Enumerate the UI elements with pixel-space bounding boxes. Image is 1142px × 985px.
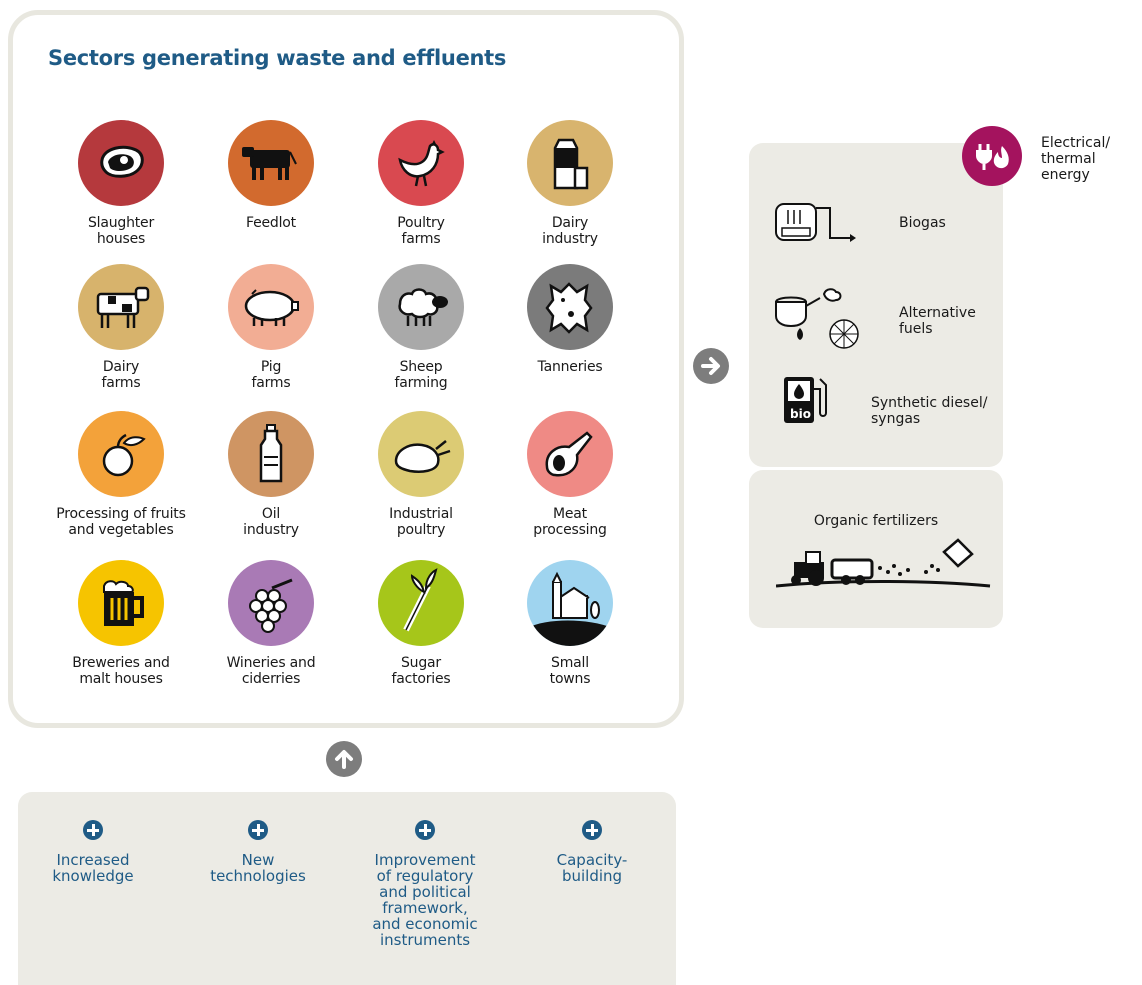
sector-pig-farms: Pig farms xyxy=(191,264,351,391)
improvements-panel xyxy=(18,792,676,985)
sector-label: Oil industry xyxy=(243,506,299,538)
fuel-pellets-icon xyxy=(775,288,859,349)
sector-breweries-malt-houses: Breweries and malt houses xyxy=(41,560,201,687)
sector-label: Tanneries xyxy=(537,359,603,375)
sector-label: Dairy industry xyxy=(542,215,598,247)
sector-dairy-industry: Dairy industry xyxy=(490,120,650,247)
alternative-fuels-label: Alternative fuels xyxy=(899,305,976,337)
sector-label: Poultry farms xyxy=(397,215,445,247)
arrow-right-icon xyxy=(693,348,729,384)
sector-oil-industry: Oil industry xyxy=(191,411,351,538)
sector-sheep-farming: Sheep farming xyxy=(341,264,501,391)
cow-icon xyxy=(78,264,164,350)
tractor-spreader-icon xyxy=(776,538,991,588)
improvement-label: Increased knowledge xyxy=(52,851,134,885)
synthetic-label: Synthetic diesel/ syngas xyxy=(871,395,988,427)
fertilizer-label: Organic fertilizers xyxy=(813,513,939,529)
sugarcane-icon xyxy=(378,560,464,646)
beer-mug-icon xyxy=(78,560,164,646)
improvement-label: New technologies xyxy=(210,851,306,885)
sector-tanneries: Tanneries xyxy=(490,264,650,375)
milk-carton-icon xyxy=(527,120,613,206)
sector-meat-processing: Meat processing xyxy=(490,411,650,538)
improvement-item: Increased knowledge xyxy=(18,820,168,884)
sector-processing-fruits-vegetables: Processing of fruits and vegetables xyxy=(41,411,201,538)
sector-poultry-farms: Poultry farms xyxy=(341,120,501,247)
plus-icon xyxy=(248,820,268,840)
sheep-icon xyxy=(378,264,464,350)
roast-chicken-icon xyxy=(378,411,464,497)
improvement-label: Capacity- building xyxy=(556,851,628,885)
bio-pump-icon xyxy=(784,377,827,423)
sector-label: Meat processing xyxy=(533,506,607,538)
sector-label: Small towns xyxy=(549,655,591,687)
improvement-item: New technologies xyxy=(183,820,333,884)
sector-wineries-cideries: Wineries and ciderries xyxy=(191,560,351,687)
plus-icon xyxy=(582,820,602,840)
bottle-icon xyxy=(228,411,314,497)
sector-sugar-factories: Sugar factories xyxy=(341,560,501,687)
arrow-up-icon xyxy=(326,741,362,777)
improvement-item: Capacity- building xyxy=(517,820,667,884)
fruit-icon xyxy=(78,411,164,497)
sector-label: Sugar factories xyxy=(391,655,451,687)
sector-label: Slaughter houses xyxy=(87,215,155,247)
sector-label: Sheep farming xyxy=(394,359,448,391)
plug-flame-icon xyxy=(962,126,1022,186)
steak-icon xyxy=(78,120,164,206)
chicken-icon xyxy=(378,120,464,206)
sector-industrial-poultry: Industrial poultry xyxy=(341,411,501,538)
sector-small-towns: Small towns xyxy=(490,560,650,687)
sector-dairy-farms: Dairy farms xyxy=(41,264,201,391)
ham-icon xyxy=(527,411,613,497)
sector-label: Pig farms xyxy=(251,359,291,391)
cattle-icon xyxy=(228,120,314,206)
sector-label: Dairy farms xyxy=(101,359,141,391)
panel-title: Sectors generating waste and effluents xyxy=(48,46,507,70)
grapes-icon xyxy=(228,560,314,646)
sector-label: Processing of fruits and vegetables xyxy=(56,506,186,538)
biogas-label: Biogas xyxy=(899,215,946,231)
digester-icon xyxy=(775,203,856,242)
plus-icon xyxy=(415,820,435,840)
hide-icon xyxy=(527,264,613,350)
improvement-item: Improvement of regulatory and political … xyxy=(350,820,500,948)
bio-tag: bio xyxy=(790,407,811,421)
sector-feedlot: Feedlot xyxy=(191,120,351,231)
town-icon xyxy=(527,560,613,646)
sector-slaughter-houses: Slaughter houses xyxy=(41,120,201,247)
sector-label: Industrial poultry xyxy=(389,506,453,538)
sector-label: Feedlot xyxy=(246,215,296,231)
energy-label: Electrical/ thermal energy xyxy=(1041,135,1111,183)
improvement-label: Improvement of regulatory and political … xyxy=(372,851,478,949)
sector-label: Breweries and malt houses xyxy=(72,655,170,687)
pig-icon xyxy=(228,264,314,350)
sector-label: Wineries and ciderries xyxy=(226,655,316,687)
plus-icon xyxy=(83,820,103,840)
